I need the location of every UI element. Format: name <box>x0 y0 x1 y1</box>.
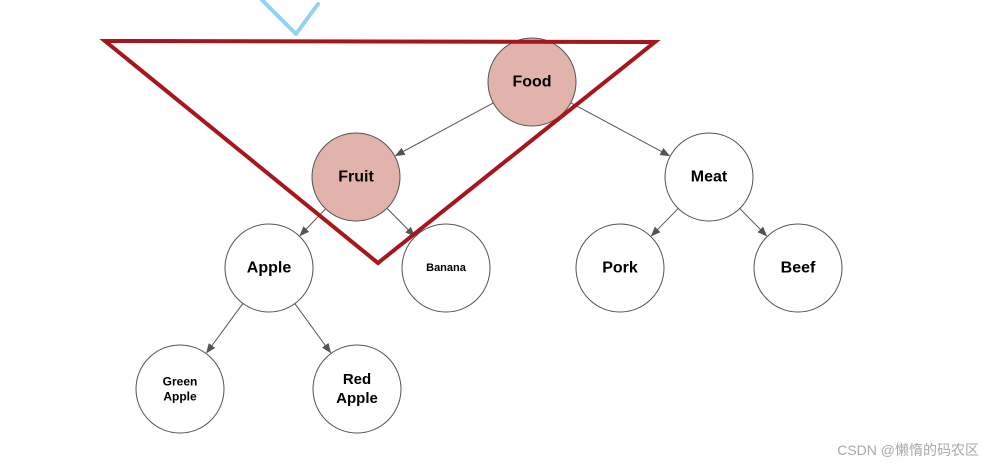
node-food: Food <box>487 37 577 127</box>
node-circle-meat <box>664 132 754 222</box>
node-meat: Meat <box>664 132 754 222</box>
pen-stroke-marker <box>260 0 320 36</box>
node-banana: Banana <box>401 223 491 313</box>
edge-apple-to-red-apple <box>294 303 332 354</box>
node-label-food: Food <box>512 74 551 91</box>
edge-meat-to-pork <box>650 208 679 237</box>
node-label-fruit: Fruit <box>338 169 374 186</box>
node-label-beef: Beef <box>781 260 816 277</box>
node-circle-apple <box>224 223 314 313</box>
csdn-watermark: CSDN @懒惰的码农区 <box>837 442 979 458</box>
node-label-green-apple-line-1: Green <box>163 375 198 389</box>
node-circle-beef <box>753 223 843 313</box>
node-label-pork: Pork <box>602 260 638 277</box>
edge-meat-to-beef <box>739 208 768 237</box>
edge-fruit-to-banana <box>386 207 416 237</box>
edge-food-to-meat <box>570 102 671 157</box>
edge-apple-to-green-apple <box>206 303 244 354</box>
edge-food-to-fruit <box>394 102 494 157</box>
node-circle-red-apple <box>312 344 402 434</box>
highlight-triangle <box>99 38 661 266</box>
node-circle-banana <box>401 223 491 313</box>
node-circle-fruit <box>311 132 401 222</box>
node-label-meat: Meat <box>691 169 728 186</box>
node-label-green-apple-line-2: Apple <box>163 390 197 404</box>
node-beef: Beef <box>753 223 843 313</box>
node-circle-food <box>487 37 577 127</box>
node-label-banana: Banana <box>426 262 467 274</box>
node-circle-green-apple <box>135 344 225 434</box>
node-circle-pork <box>575 223 665 313</box>
node-label-red-apple-line-2: Apple <box>336 390 378 407</box>
node-label-red-apple-line-1: Red <box>343 371 371 388</box>
node-fruit: Fruit <box>311 132 401 222</box>
node-pork: Pork <box>575 223 665 313</box>
edge-fruit-to-apple <box>299 208 326 237</box>
node-apple: Apple <box>224 223 314 313</box>
edges-layer <box>206 102 768 354</box>
node-label-apple: Apple <box>247 260 292 277</box>
